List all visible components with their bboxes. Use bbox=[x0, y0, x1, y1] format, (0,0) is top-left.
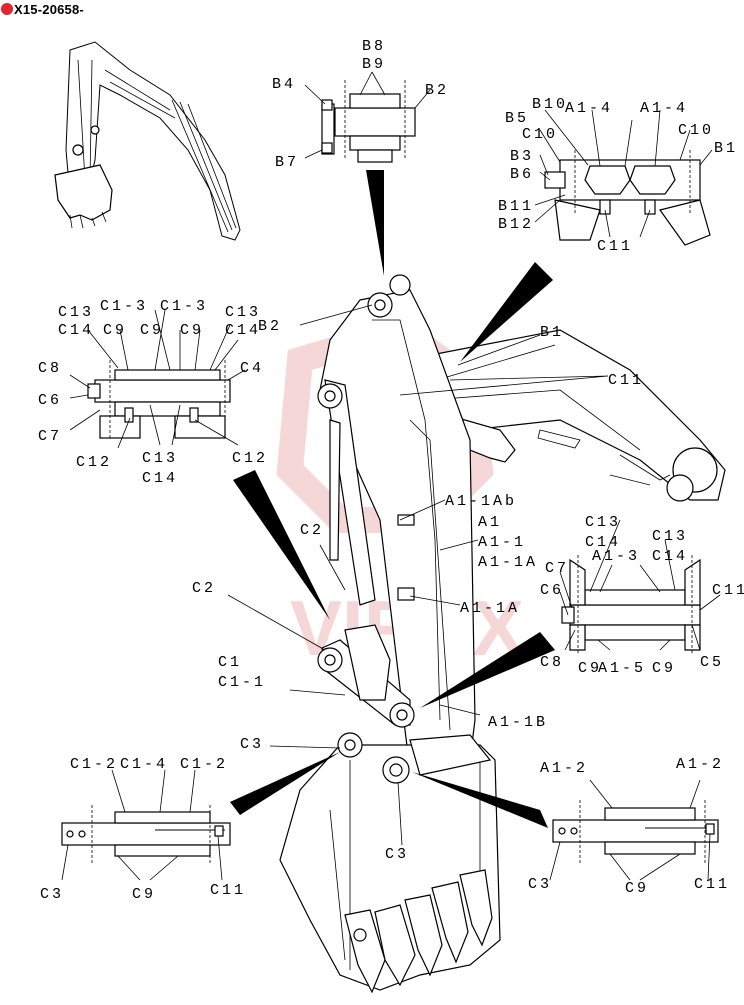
label-a1-4: A1-4 bbox=[565, 100, 613, 117]
label-c14-left: C14 bbox=[58, 322, 94, 339]
label-c1: C1 bbox=[218, 654, 242, 671]
label-b6: B6 bbox=[510, 166, 534, 183]
label-c1-3-left: C1-3 bbox=[100, 298, 148, 315]
label-c12-right: C12 bbox=[232, 450, 268, 467]
label-c9-2: C9 bbox=[140, 322, 164, 339]
label-b12: B12 bbox=[498, 216, 534, 233]
label-a1-1: A1-1 bbox=[478, 534, 526, 551]
label-c13-left: C13 bbox=[58, 304, 94, 321]
label-c2-upper: C2 bbox=[300, 522, 324, 539]
label-c10-right: C10 bbox=[678, 122, 714, 139]
label-b2-main: B2 bbox=[258, 318, 282, 335]
label-c1-2-right: C1-2 bbox=[180, 756, 228, 773]
label-c7-right: C7 bbox=[545, 560, 569, 577]
leader-lines bbox=[61, 71, 721, 881]
label-c12-left: C12 bbox=[76, 454, 112, 471]
label-b1-main: B1 bbox=[540, 324, 564, 341]
label-c13-bottom: C13 bbox=[142, 450, 178, 467]
label-b11: B11 bbox=[498, 198, 534, 215]
label-c14-right: C14 bbox=[225, 322, 261, 339]
label-c14-right-far: C14 bbox=[652, 548, 688, 565]
label-c11-bottom-left: C11 bbox=[210, 882, 246, 899]
label-c11-main: C11 bbox=[608, 372, 644, 389]
detail-c-right bbox=[561, 555, 701, 655]
label-c1-4: C1-4 bbox=[120, 756, 168, 773]
label-c13-right: C13 bbox=[225, 304, 261, 321]
brand-logo-icon bbox=[1, 3, 13, 15]
detail-b-top bbox=[321, 80, 416, 163]
label-a1-1a-lower: A1-1A bbox=[460, 600, 520, 617]
label-c11-top: C11 bbox=[597, 238, 633, 255]
label-a1-3: A1-3 bbox=[592, 548, 640, 565]
label-c3-bottom-right: C3 bbox=[528, 876, 552, 893]
label-c9-3: C9 bbox=[180, 322, 204, 339]
label-b10: B10 bbox=[532, 96, 568, 113]
label-a1-1ab: A1-1Ab bbox=[445, 493, 517, 510]
label-b3: B3 bbox=[510, 148, 534, 165]
label-a1-2-right: A1-2 bbox=[676, 756, 724, 773]
label-b5: B5 bbox=[505, 110, 529, 127]
label-b7: B7 bbox=[275, 154, 299, 171]
label-c7-left: C7 bbox=[38, 428, 62, 445]
label-c1-3-right: C1-3 bbox=[160, 298, 208, 315]
label-c8-left: C8 bbox=[38, 360, 62, 377]
label-c2-lower: C2 bbox=[192, 580, 216, 597]
label-c3-bucket: C3 bbox=[385, 846, 409, 863]
detail-a-bottom-right bbox=[552, 800, 719, 865]
label-c5: C5 bbox=[700, 654, 724, 671]
label-c9-right-2: C9 bbox=[652, 660, 676, 677]
label-c8-right: C8 bbox=[540, 654, 564, 671]
excavator-overview-thumbnail bbox=[54, 41, 241, 241]
label-b1: B1 bbox=[714, 140, 738, 157]
label-c1-2-left: C1-2 bbox=[70, 756, 118, 773]
label-c1-1: C1-1 bbox=[218, 674, 266, 691]
main-assembly bbox=[279, 274, 726, 994]
label-b2: B2 bbox=[425, 82, 449, 99]
detail-c-left bbox=[87, 360, 231, 440]
label-a1-2-left: A1-2 bbox=[540, 760, 588, 777]
label-c14-right-upper: C14 bbox=[585, 534, 621, 551]
label-c11-bottom-right: C11 bbox=[694, 876, 730, 893]
label-c10-left: C10 bbox=[522, 126, 558, 143]
label-c6-right: C6 bbox=[540, 582, 564, 599]
label-c3-bottom-left: C3 bbox=[40, 886, 64, 903]
label-a1-1b: A1-1B bbox=[488, 714, 548, 731]
label-b9: B9 bbox=[362, 56, 386, 73]
document-code: X15-20658- bbox=[14, 1, 84, 17]
label-c13-right-upper: C13 bbox=[585, 514, 621, 531]
label-a1: A1 bbox=[478, 514, 502, 531]
label-c9-bottom-right: C9 bbox=[625, 880, 649, 897]
label-c13-right-far: C13 bbox=[652, 528, 688, 545]
label-b4: B4 bbox=[272, 76, 296, 93]
label-c6-left: C6 bbox=[38, 392, 62, 409]
label-a1-5: A1-5 bbox=[598, 660, 646, 677]
label-a1-4-right: A1-4 bbox=[640, 100, 688, 117]
detail-pointers bbox=[230, 170, 555, 828]
label-a1-1a: A1-1A bbox=[478, 554, 538, 571]
label-c9-1: C9 bbox=[103, 322, 127, 339]
label-c11-right: C11 bbox=[712, 582, 744, 599]
label-b8: B8 bbox=[362, 38, 386, 55]
label-c4: C4 bbox=[240, 360, 264, 377]
label-c3-main: C3 bbox=[240, 736, 264, 753]
part-labels: B8 B9 B4 B2 B7 B10 A1-4 A1-4 B5 C10 C10 … bbox=[38, 38, 744, 903]
detail-b-right bbox=[544, 150, 711, 246]
label-c9-right-1: C9 bbox=[578, 660, 602, 677]
label-c9-bottom-left: C9 bbox=[132, 886, 156, 903]
label-c14-bottom: C14 bbox=[142, 470, 178, 487]
diagram-header: X15-20658- bbox=[0, 0, 84, 18]
detail-c-bottom-left bbox=[61, 805, 231, 865]
